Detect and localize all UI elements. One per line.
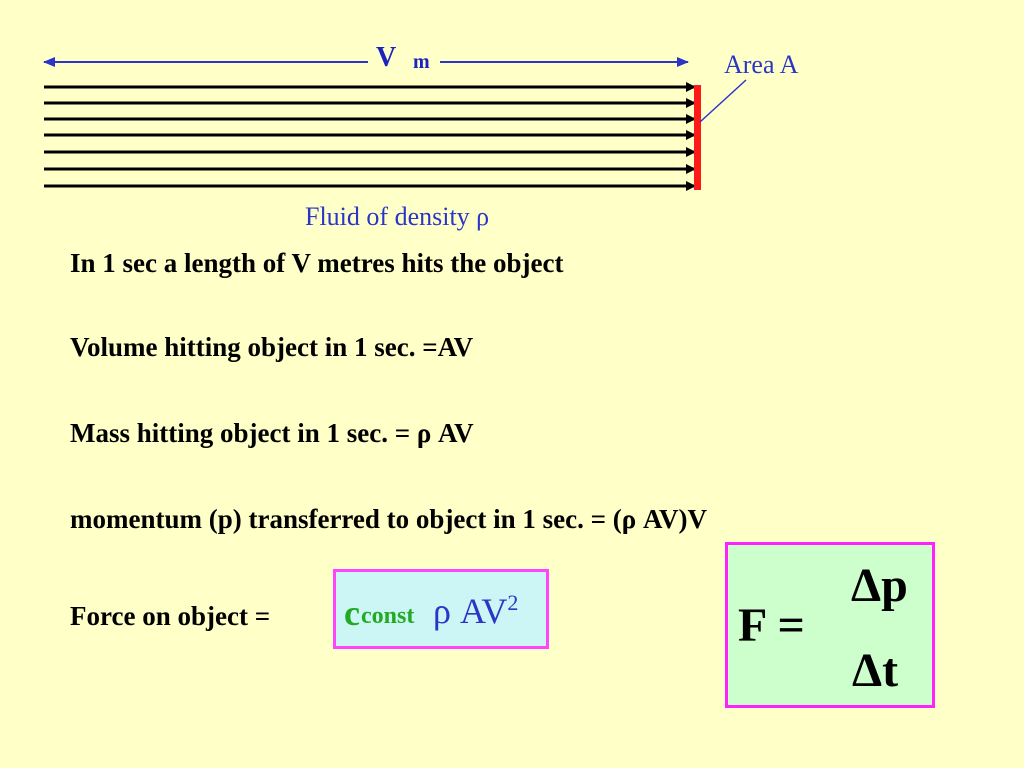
exponent: 2 (507, 590, 519, 615)
area-label: Area A (724, 50, 799, 79)
formula-numerator: Δp (851, 559, 908, 612)
constant-subscript: const (361, 603, 415, 629)
force-label: Force on object = (70, 601, 271, 631)
rho-av-term: ρ AV2 (433, 590, 519, 631)
line-length-per-second: In 1 sec a length of V metres hits the o… (70, 248, 564, 278)
object-bar (694, 85, 701, 190)
force-formula-box: F = Δp Δt (725, 542, 935, 708)
metre-unit-label: m (413, 51, 430, 73)
line-mass: Mass hitting object in 1 sec. = ρ AV (70, 418, 474, 448)
fluid-density-label: Fluid of density ρ (305, 202, 490, 231)
line-volume: Volume hitting object in 1 sec. =AV (70, 332, 474, 362)
force-result-box: c const ρ AV2 (333, 569, 549, 649)
flow-lines (44, 82, 696, 191)
area-pointer (699, 79, 747, 123)
formula-lhs: F = (738, 599, 805, 652)
line-momentum: momentum (p) transferred to object in 1 … (70, 504, 707, 534)
formula-denominator: Δt (852, 644, 899, 697)
constant-c: c (344, 593, 360, 633)
velocity-label: V (376, 42, 397, 73)
